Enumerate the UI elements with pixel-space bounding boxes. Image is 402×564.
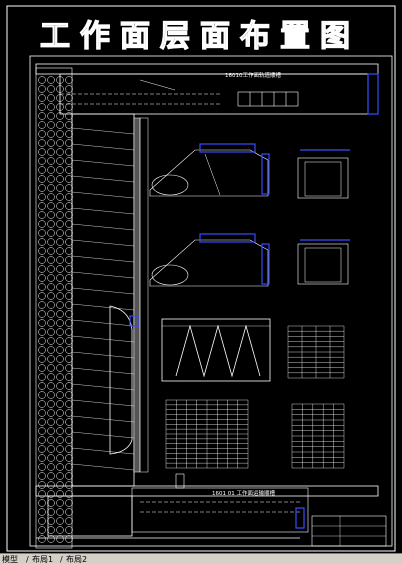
top-roadway: 16010工作面轨道顺槽 <box>35 63 379 115</box>
bottom-roadway-label: 1601 01 工作面运输顺槽 <box>212 489 275 497</box>
tab-separator: / <box>60 555 63 564</box>
left-goaf-hatch <box>35 67 73 549</box>
bottom-roadway: 1601 01 工作面运输顺槽 <box>35 473 379 539</box>
tab-layout1[interactable]: 布局1 <box>32 555 54 564</box>
section-right-lower <box>297 239 350 285</box>
section-upper <box>149 143 270 197</box>
layout-tab-bar: 模型 / 布局1 / 布局2 <box>0 553 402 564</box>
title-block <box>311 515 387 547</box>
top-roadway-label: 16010工作面轨道顺槽 <box>225 71 281 79</box>
tab-layout2[interactable]: 布局2 <box>66 555 88 564</box>
cycle-diagram <box>161 318 271 382</box>
data-tables <box>165 325 345 469</box>
drawing-title: 工作面层面布置图 <box>40 19 360 54</box>
section-lower <box>149 233 270 287</box>
tab-separator: / <box>26 555 29 564</box>
inner-frame <box>29 55 393 547</box>
tab-model[interactable]: 模型 <box>2 555 18 564</box>
section-right-upper <box>297 149 350 199</box>
working-face <box>71 113 149 487</box>
outer-frame <box>6 5 396 552</box>
